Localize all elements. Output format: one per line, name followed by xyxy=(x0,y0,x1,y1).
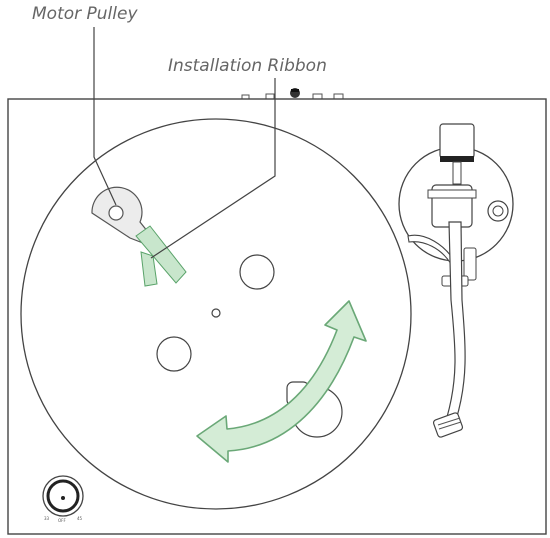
motor-pulley xyxy=(91,186,149,244)
anti-skate-knob xyxy=(487,200,509,222)
speed-selector-knob[interactable]: 33 OFF 45 xyxy=(42,475,84,523)
spindle xyxy=(211,308,221,318)
platter-hole xyxy=(239,254,275,290)
installation-ribbon xyxy=(135,225,187,287)
headshell xyxy=(432,412,464,438)
installation-ribbon-label: Installation Ribbon xyxy=(168,56,327,76)
installation-ribbon-leader-line xyxy=(150,78,276,259)
knob-mark-33: 33 xyxy=(44,516,50,521)
motor-pulley-label: Motor Pulley xyxy=(32,4,138,24)
platter-hole xyxy=(156,336,192,372)
tonearm-assembly xyxy=(398,123,514,438)
knob-mark-off: OFF xyxy=(58,518,66,523)
knob-mark-45: 45 xyxy=(77,516,83,521)
rotation-arrow xyxy=(196,300,367,463)
rear-connectors xyxy=(241,88,344,100)
motor-pulley-leader-line xyxy=(93,27,117,206)
counterweight xyxy=(439,123,475,159)
